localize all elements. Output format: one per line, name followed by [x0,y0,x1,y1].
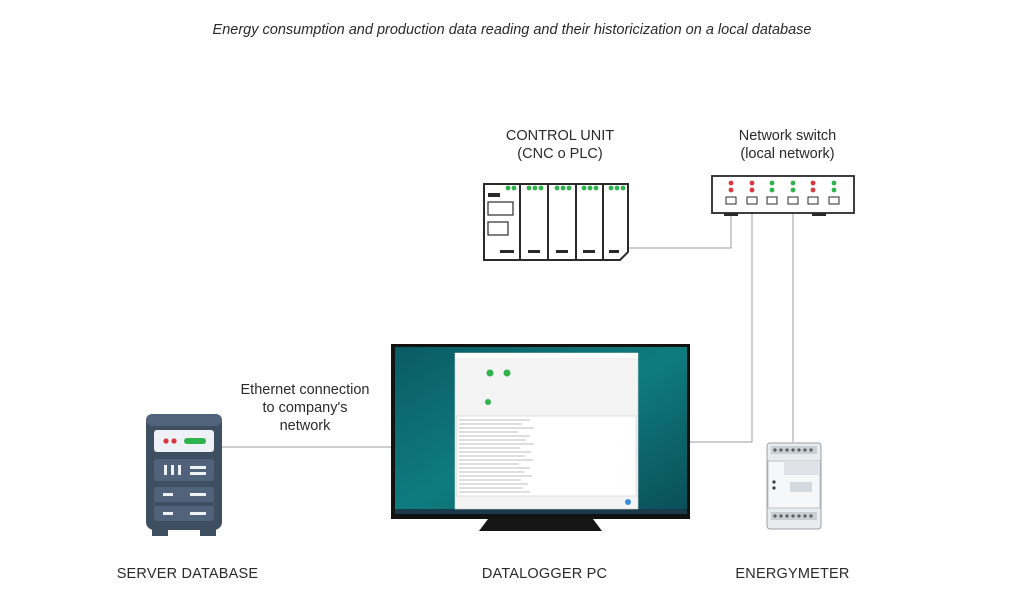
pc-switch-connector [690,207,753,443]
ethernet-label-line2: to company's [262,400,348,416]
control-unit-title: CONTROL UNIT [505,128,615,144]
network-switch-subtitle: (local network) [740,146,835,162]
control-unit-subtitle: (CNC o PLC) [517,146,603,162]
control-unit-label: CONTROL UNIT (CNC o PLC) [480,127,640,163]
ethernet-label-line3: network [279,418,331,434]
network-switch-label: Network switch (local network) [705,127,870,163]
ethernet-connection-label: Ethernet connection to company's network [215,381,395,435]
server-database-caption: SERVER DATABASE [116,566,259,582]
network-switch-title: Network switch [738,128,837,144]
plc-switch-connector [628,207,732,249]
energymeter-caption: ENERGYMETER [735,566,850,582]
diagram-title: Energy consumption and production data r… [212,22,812,38]
datalogger-pc-caption: DATALOGGER PC [481,566,608,582]
ethernet-label-line1: Ethernet connection [240,382,370,398]
